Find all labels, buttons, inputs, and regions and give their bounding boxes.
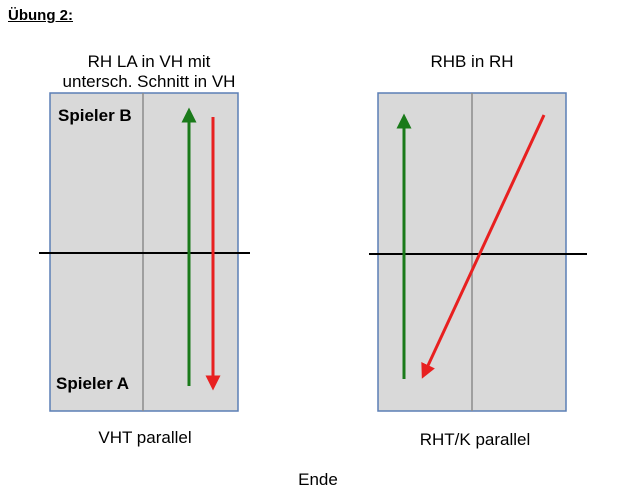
player-b-label: Spieler B: [58, 106, 132, 125]
left-drill-title-line-1: RH LA in VH mit: [87, 52, 211, 71]
left-drill-title: RH LA in VH mit untersch. Schnitt in VH: [40, 52, 258, 92]
left-table: [39, 92, 250, 412]
left-drill-footer: VHT parallel: [98, 428, 192, 447]
right-red-arrow: [421, 114, 546, 379]
right-drill-title: RHB in RH: [430, 52, 514, 71]
left-drill-title-line-2: untersch. Schnitt in VH: [62, 72, 236, 91]
exercise-heading: Übung 2:: [8, 7, 73, 24]
player-a-label: Spieler A: [56, 374, 130, 393]
end-label: Ende: [298, 470, 338, 489]
right-drill-footer: RHT/K parallel: [419, 430, 531, 449]
right-table: [369, 92, 587, 412]
